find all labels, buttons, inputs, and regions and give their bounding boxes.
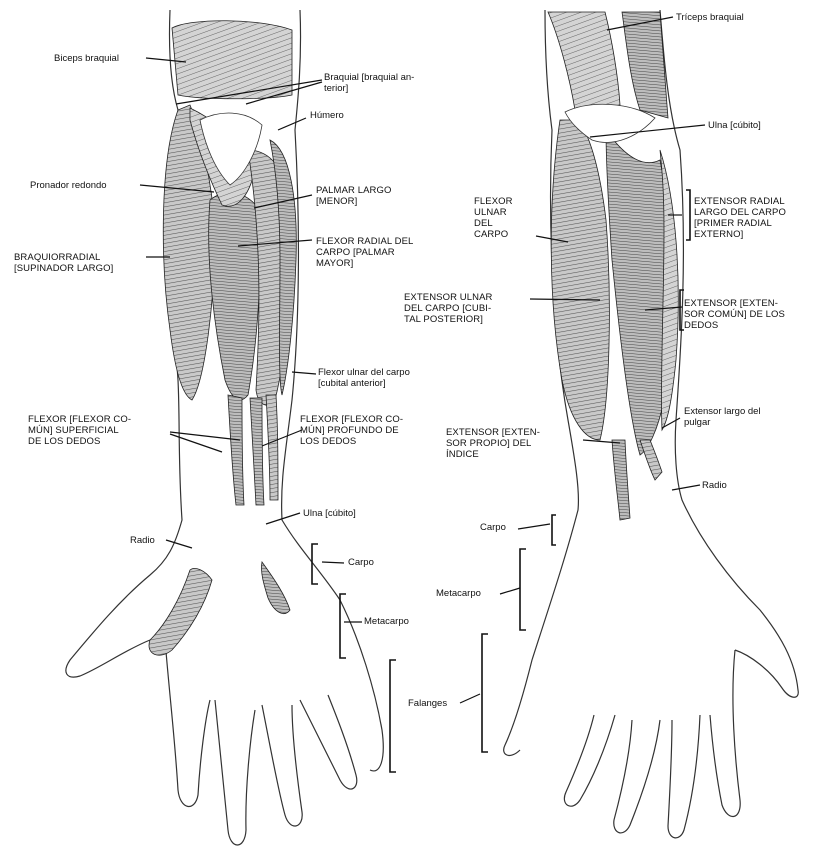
label-braquiorradial: BRAQUIORRADIAL [SUPINADOR LARGO] (14, 252, 113, 274)
label-radio-left: Radio (130, 535, 155, 546)
extensor-tendons (612, 440, 630, 520)
flexor-radial-shape (209, 193, 261, 400)
label-carpo-right: Carpo (480, 522, 506, 533)
label-biceps-braquial: Biceps braquial (54, 53, 119, 64)
label-extensor-ulnar: EXTENSOR ULNAR DEL CARPO [CUBI- TAL POST… (404, 292, 493, 325)
right-forearm-muscles (548, 12, 678, 520)
label-flexor-superficial: FLEXOR [FLEXOR CO- MÚN] SUPERFICIAL DE L… (28, 414, 131, 447)
thenar-shape (149, 568, 212, 655)
label-ulna-left: Ulna [cúbito] (303, 508, 356, 519)
hypothenar-shape (261, 562, 290, 614)
label-humero: Húmero (310, 110, 344, 121)
label-extensor-indice: EXTENSOR [EXTEN- SOR PROPIO] DEL ÍNDICE (446, 427, 540, 460)
label-extensor-comun: EXTENSOR [EXTEN- SOR COMÚN] DE LOS DEDOS (684, 298, 785, 331)
flexor-tendons (228, 395, 244, 505)
label-braquial: Braquial [braquial an- terior] (324, 72, 414, 94)
extensor-mass-shape (551, 120, 609, 440)
label-flexor-ulnar-right: FLEXOR ULNAR DEL CARPO (474, 196, 513, 240)
biceps-tendon-shape (172, 21, 292, 99)
label-extensor-largo-pulgar: Extensor largo del pulgar (684, 406, 761, 428)
label-flexor-radial: FLEXOR RADIAL DEL CARPO [PALMAR MAYOR] (316, 236, 413, 269)
label-extensor-radial: EXTENSOR RADIAL LARGO DEL CARPO [PRIMER … (694, 196, 786, 240)
label-triceps-braquial: Tríceps braquial (676, 12, 744, 23)
label-metacarpo-right: Metacarpo (436, 588, 481, 599)
triceps-shape (548, 12, 620, 110)
label-metacarpo-left: Metacarpo (364, 616, 409, 627)
label-flexor-profundo: FLEXOR [FLEXOR CO- MÚN] PROFUNDO DE LOS … (300, 414, 403, 447)
label-radio-right: Radio (702, 480, 727, 491)
label-pronador-redondo: Pronador redondo (30, 180, 107, 191)
label-palmar-largo: PALMAR LARGO [MENOR] (316, 185, 391, 207)
left-forearm-muscles (149, 21, 296, 655)
label-falanges: Falanges (408, 698, 447, 709)
label-flexor-ulnar-carpo: Flexor ulnar del carpo [cubital anterior… (318, 367, 410, 389)
label-ulna-right: Ulna [cúbito] (708, 120, 761, 131)
label-carpo-left: Carpo (348, 557, 374, 568)
